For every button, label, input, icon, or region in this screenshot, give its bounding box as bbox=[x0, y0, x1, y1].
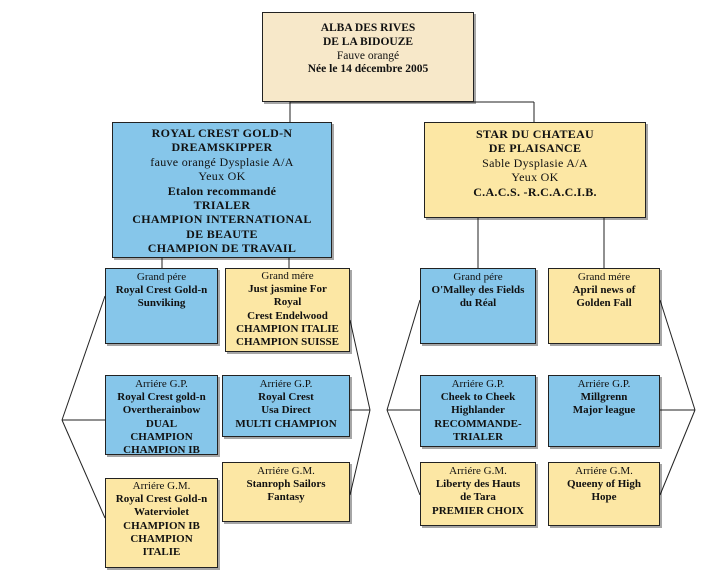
card-text-line: Royal Crest Gold-n bbox=[115, 284, 208, 297]
card-text-line: fauve orangé Dysplasie A/A bbox=[150, 154, 294, 169]
card-text-line: DE LA BIDOUZE bbox=[322, 35, 414, 48]
card-text-line: ALBA DES RIVES bbox=[320, 22, 416, 34]
card-text-line: DE PLAISANCE bbox=[488, 141, 582, 156]
card-text-line: CHAMPION IB bbox=[123, 443, 200, 456]
card-text-line: Royal Crest gold-n bbox=[117, 391, 206, 404]
card-text-line: April news of bbox=[572, 284, 636, 297]
card-text-line: Yeux OK bbox=[511, 170, 559, 185]
card-text-line: PREMIER CHOIX bbox=[432, 504, 524, 517]
card-text-line: CHAMPION SUISSE bbox=[236, 335, 339, 348]
card-text-line: Millgrenn bbox=[580, 391, 628, 404]
card-text-line: Royal Crest bbox=[258, 391, 314, 404]
card-text-line: CHAMPION INTERNATIONAL bbox=[132, 212, 312, 227]
bracket-sd-bot bbox=[349, 409, 371, 496]
card-text-line: Grand mére bbox=[577, 271, 631, 283]
card-text-line: Overtherainbow bbox=[122, 404, 201, 417]
card-text-line: TRIALER bbox=[452, 430, 504, 443]
card-text-line: Queeny of High bbox=[567, 478, 641, 491]
card-text-line: Royal bbox=[273, 296, 302, 309]
bracket-dd-bot bbox=[659, 409, 696, 496]
bracket-dd-top bbox=[659, 299, 696, 411]
card-text-line: CHAMPION DE TRAVAIL bbox=[147, 241, 297, 256]
card-text-line: DE BEAUTE bbox=[186, 226, 258, 241]
card-text-line: Fauve orangé bbox=[336, 49, 400, 62]
card-text-line: Arriére G.M. bbox=[449, 465, 507, 477]
card-text-line: Grand mére bbox=[261, 270, 314, 282]
card-text-line: STAR DU CHATEAU bbox=[475, 127, 595, 141]
card-text-line: Etalon recommandé bbox=[167, 183, 277, 198]
card-text-line: Grand pére bbox=[136, 271, 187, 283]
card-text-line: Just jasmine For bbox=[248, 283, 327, 296]
card-text-line: Highlander bbox=[451, 404, 505, 417]
card-text-line: Arriére G.M. bbox=[257, 465, 315, 477]
card-text-line: O'Malley des Fields bbox=[431, 284, 525, 297]
card-text-line: Crest Endelwood bbox=[247, 309, 328, 322]
card-text-line: Hope bbox=[591, 491, 617, 504]
card-text-line: Major league bbox=[572, 404, 636, 417]
bracket-sd-top bbox=[349, 319, 371, 411]
card-text-line: Sunviking bbox=[137, 297, 186, 310]
card-text-line: Sable Dysplasie A/A bbox=[482, 155, 588, 170]
card-text-line: RECOMMANDE- bbox=[434, 417, 522, 430]
card-text-line: Cheek to Cheek bbox=[440, 391, 516, 404]
bracket-ss-bot bbox=[61, 419, 106, 519]
card-text-line: Arriére G.M. bbox=[132, 480, 191, 492]
card-text-line: Liberty des Hauts bbox=[435, 478, 521, 491]
card-text-line: C.A.C.S. -R.C.A.C.I.B. bbox=[473, 184, 597, 199]
card-text-line: Arriére G.P. bbox=[577, 378, 631, 390]
card-text-line: Grand pére bbox=[453, 271, 503, 283]
card-text-line: Arriére G.P. bbox=[135, 378, 188, 390]
card-text-line: Stanroph Sailors bbox=[246, 478, 326, 491]
bracket-ds-top bbox=[386, 299, 421, 411]
card-text-line: CHAMPION IB bbox=[123, 519, 200, 532]
card-text-line: de Tara bbox=[460, 491, 496, 504]
card-text-line: Yeux OK bbox=[198, 169, 246, 184]
card-text-line: CHAMPION ITALIE bbox=[236, 322, 339, 335]
card-text-line: du Réal bbox=[459, 297, 497, 310]
card-text-line: DUAL bbox=[145, 417, 178, 430]
card-text-line: Arriére G.P. bbox=[259, 378, 313, 390]
card-text-line: Waterviolet bbox=[134, 506, 189, 519]
card-text-line: Arriére G.M. bbox=[575, 465, 633, 477]
card-text-line: ITALIE bbox=[142, 545, 181, 558]
card-text-line: Golden Fall bbox=[576, 297, 632, 310]
card-text-line: CHAMPION bbox=[130, 430, 193, 443]
card-text-line: Royal Crest Gold-n bbox=[115, 493, 208, 506]
card-text-line: Fantasy bbox=[267, 491, 305, 504]
card-text-line: ROYAL CREST GOLD-N bbox=[151, 126, 293, 140]
card-text-line: Née le 14 décembre 2005 bbox=[307, 63, 429, 76]
card-text-line: Usa Direct bbox=[261, 404, 311, 417]
card-text-line: CHAMPION bbox=[130, 532, 193, 545]
card-text-line: Arriére G.P. bbox=[451, 378, 505, 390]
bracket-ss-top bbox=[61, 295, 106, 421]
card-text-line: DREAMSKIPPER bbox=[171, 140, 273, 155]
card-text-line: TRIALER bbox=[193, 197, 251, 212]
bracket-ds-bot bbox=[386, 409, 421, 496]
card-text-line: MULTI CHAMPION bbox=[235, 417, 337, 430]
